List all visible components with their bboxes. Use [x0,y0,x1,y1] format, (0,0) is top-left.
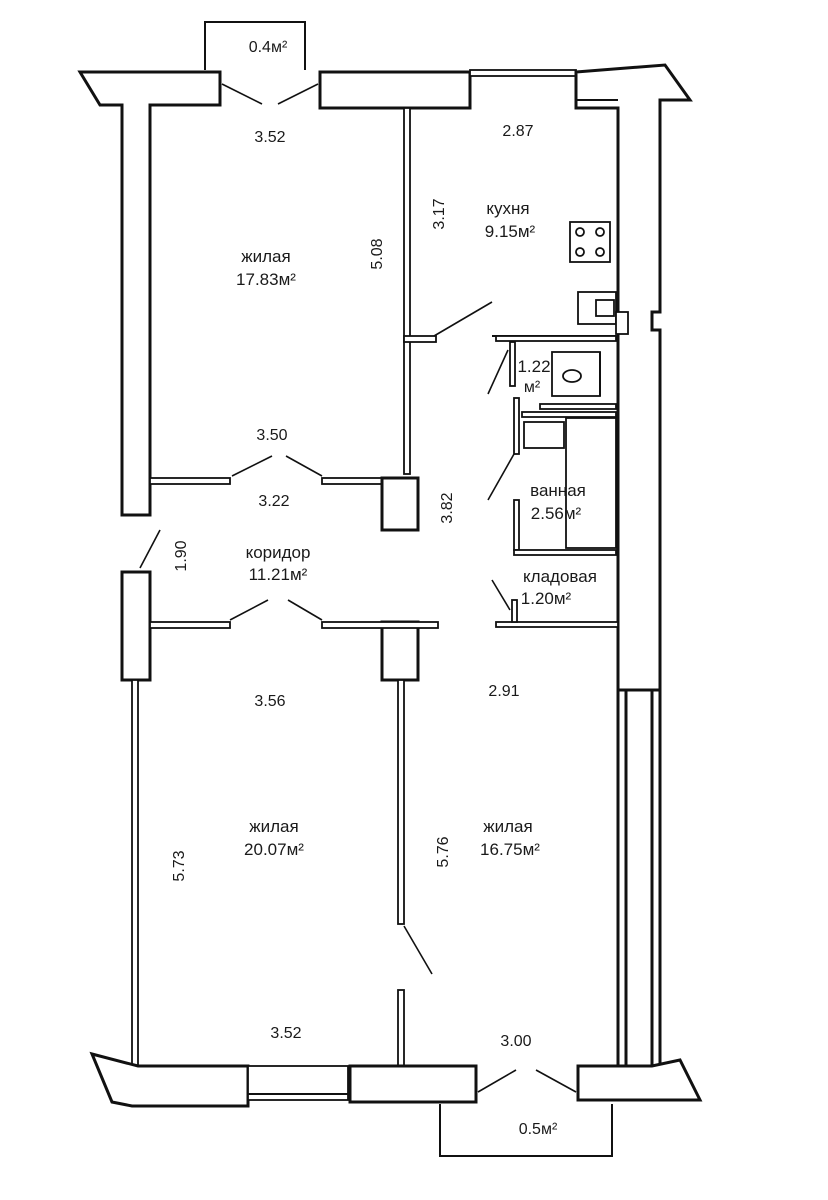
dim-top-room-length: 5.08 [369,238,386,269]
column-block-middle [380,620,420,682]
storage-area: 1.20м² [521,589,572,608]
wc-area-value: 1.22 [517,357,550,376]
kitchen-door [433,301,493,337]
wc-area-unit: м² [524,379,541,396]
living-bottom-right-name: жилая [483,817,532,836]
storage-name: кладовая [523,567,597,586]
corridor-name: коридор [246,543,311,562]
column-block-top [380,476,420,532]
bottom-balcony [439,1104,613,1157]
living-bottom-left-area: 20.07м² [244,840,304,859]
bathroom-name: ванная [530,481,586,500]
kitchen-sink [577,291,629,335]
top-exterior-wall [77,63,693,692]
bottom-exterior-wall [89,1051,703,1108]
right-lower-wall [616,688,662,1068]
left-wall-middle [120,529,161,682]
living-top-area: 17.83м² [236,270,296,289]
dim-kitchen-width: 2.87 [502,123,533,140]
dim-bottom-left-width: 3.56 [254,693,285,710]
dim-bottom-right-width: 2.91 [488,683,519,700]
living-bottom-left-name: жилая [249,817,298,836]
bottom-left-wall [131,679,139,1067]
dim-bottom-left-length: 5.73 [171,850,188,881]
kitchen-stove [569,221,611,263]
bathroom-area: 2.56м² [531,504,582,523]
kitchen-name: кухня [486,199,529,218]
dim-top-room-width: 3.52 [254,129,285,146]
dim-corridor-length: 3.82 [439,492,456,523]
dim-corridor-side: 1.90 [173,540,190,571]
storage-partition [491,579,619,628]
top-balcony-door [221,83,319,105]
wc-block [487,335,617,410]
living-top-name: жилая [241,247,290,266]
dim-kitchen-length: 3.17 [431,198,448,229]
living-bottom-right-area: 16.75м² [480,840,540,859]
bottom-balcony-area: 0.5м² [519,1121,558,1138]
corridor-area: 11.21м² [249,565,308,584]
bottom-rooms-divider [397,679,433,1067]
dim-corridor-width: 3.22 [258,493,289,510]
dim-bottom-left-window: 3.52 [270,1025,301,1042]
bottom-balcony-door [477,1069,577,1093]
top-balcony [204,21,306,70]
corridor-bottom-partition [149,599,439,629]
dim-bottom-right-window: 3.00 [500,1033,531,1050]
dim-bottom-right-length: 5.76 [435,836,452,867]
bathroom-block [487,397,617,556]
top-balcony-area: 0.4м² [249,39,288,56]
kitchen-area: 9.15м² [485,222,536,241]
top-room-right-partition [403,107,437,475]
dim-top-room-door-width: 3.50 [256,427,287,444]
top-room-bottom-partition [149,455,383,485]
